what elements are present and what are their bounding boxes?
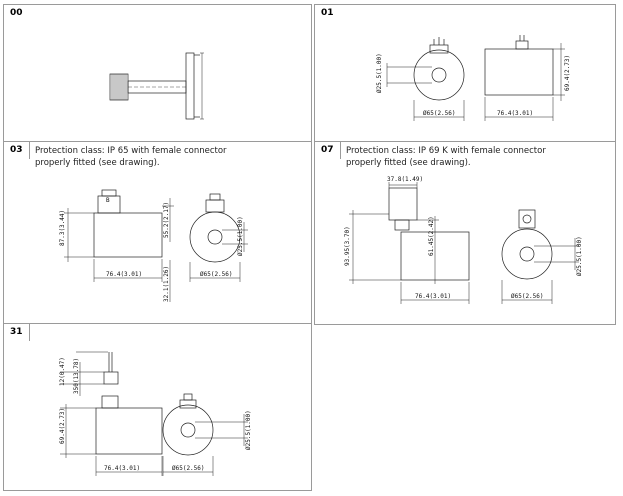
dim-bore: Ø25.5(1.00) xyxy=(576,236,583,276)
dim-height: 87.3(3.44) xyxy=(59,210,66,246)
dim-wire: 12(0.47) xyxy=(59,357,66,386)
dim-bore: Ø25.5(1.00) xyxy=(245,410,252,450)
panel-description: Protection class: IP 65 with female conn… xyxy=(35,146,227,168)
dim-bottom: 32.1(1.26) xyxy=(163,266,170,302)
dim-lead: 350(13.78) xyxy=(73,358,80,394)
panel-01: 01 Ø25.5(1.00) Ø65(2.56) 69. xyxy=(314,4,616,142)
panel-description: Protection class: IP 69 K with female co… xyxy=(346,146,546,168)
drawing-00 xyxy=(109,52,204,120)
dim-top: 55.2(2.17) xyxy=(163,202,170,238)
dim-length: 76.4(3.01) xyxy=(106,271,142,278)
dim-height: 69.4(2.73) xyxy=(564,55,571,91)
panel-tag: 03 xyxy=(10,145,23,155)
dim-length: 76.4(3.01) xyxy=(497,110,533,117)
dim-bore: Ø25.5(1.00) xyxy=(376,53,383,93)
panel-tag: 00 xyxy=(10,8,23,18)
panel-07: 07 Protection class: IP 69 K with female… xyxy=(314,141,616,325)
panel-03: 03 Protection class: IP 65 with female c… xyxy=(3,141,312,325)
drawing-07: 37.8(1.49) 93.95(3.70) 61.45(2.42) 76.4(… xyxy=(344,176,583,304)
dim-mid: 61.45(2.42) xyxy=(428,216,435,256)
dim-length: 76.4(3.01) xyxy=(415,293,451,300)
panel-tag: 01 xyxy=(321,8,334,18)
drawing-03: B 87.3(3.44) 55.2(2.17) 76.4(3.01) 32.1(… xyxy=(59,189,248,302)
dim-bore: Ø25.5(1.00) xyxy=(237,216,244,256)
panel-31: 31 xyxy=(3,323,312,491)
dim-outer-dia: Ø65(2.56) xyxy=(200,271,233,278)
dim-height: 69.4(2.73) xyxy=(59,408,66,444)
drawing-31: 12(0.47) 350(13.78) 69.4(2.73) 76.4(3.01… xyxy=(59,351,252,476)
panel-tag: 31 xyxy=(10,327,23,337)
panel-tag: 07 xyxy=(321,145,334,155)
drawing-01: Ø25.5(1.00) Ø65(2.56) 69.4(2.73) 76.4(3.… xyxy=(376,35,571,121)
dim-height: 93.95(3.70) xyxy=(344,226,351,266)
dim-outer-dia: Ø65(2.56) xyxy=(511,293,544,300)
connector-label: B xyxy=(106,197,110,204)
dim-outer-dia: Ø65(2.56) xyxy=(172,465,205,472)
dim-outer-dia: Ø65(2.56) xyxy=(423,110,456,117)
dim-top-width: 37.8(1.49) xyxy=(387,176,423,183)
panel-00: 00 xyxy=(3,4,312,142)
dim-length: 76.4(3.01) xyxy=(104,465,140,472)
